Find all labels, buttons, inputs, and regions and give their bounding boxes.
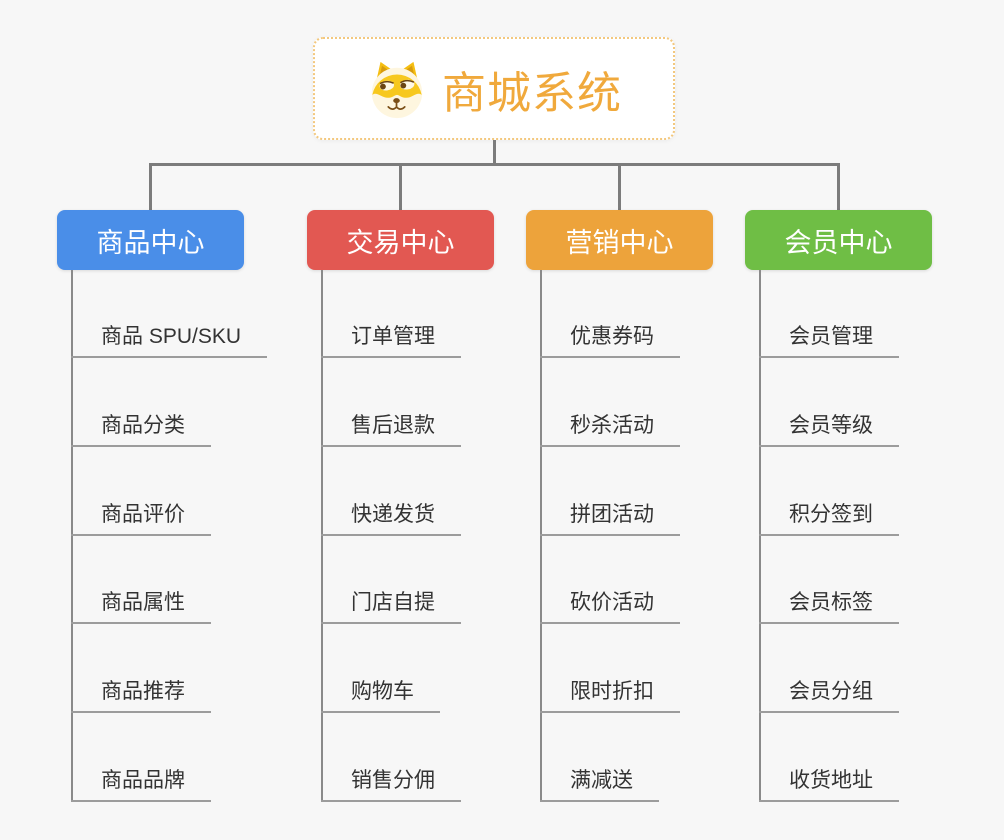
leaf-topic[interactable]: 快递发货 bbox=[321, 498, 461, 536]
leaf-topic[interactable]: 购物车 bbox=[321, 675, 440, 714]
root-node[interactable]: 商城系统 bbox=[313, 37, 675, 140]
leaf-topic[interactable]: 会员等级 bbox=[759, 409, 899, 447]
connector-line bbox=[618, 163, 621, 210]
branch-header[interactable]: 营销中心 bbox=[526, 210, 713, 270]
branch-trunk-line bbox=[759, 270, 761, 802]
leaf-topic[interactable]: 会员分组 bbox=[759, 675, 899, 714]
leaf-topic[interactable]: 订单管理 bbox=[321, 320, 461, 358]
doge-dog-face-icon bbox=[366, 58, 428, 120]
leaf-topic[interactable]: 优惠券码 bbox=[540, 320, 680, 358]
leaf-topic[interactable]: 销售分佣 bbox=[321, 764, 461, 802]
branch-trunk-line bbox=[540, 270, 542, 802]
connector-line bbox=[399, 163, 402, 210]
leaf-topic[interactable]: 售后退款 bbox=[321, 409, 461, 447]
root-title: 商城系统 bbox=[442, 68, 622, 118]
leaf-topic[interactable]: 商品品牌 bbox=[71, 764, 211, 802]
connector-line bbox=[149, 163, 840, 166]
leaf-topic[interactable]: 门店自提 bbox=[321, 586, 461, 625]
leaf-topic[interactable]: 拼团活动 bbox=[540, 498, 680, 536]
leaf-topic[interactable]: 限时折扣 bbox=[540, 675, 680, 714]
leaf-topic[interactable]: 商品推荐 bbox=[71, 675, 211, 714]
leaf-topic[interactable]: 满减送 bbox=[540, 764, 659, 802]
connector-line bbox=[837, 163, 840, 210]
branch-trunk-line bbox=[321, 270, 323, 802]
leaf-topic[interactable]: 会员标签 bbox=[759, 586, 899, 625]
leaf-topic[interactable]: 会员管理 bbox=[759, 320, 899, 358]
connector-line bbox=[492, 140, 496, 163]
leaf-topic[interactable]: 秒杀活动 bbox=[540, 409, 680, 447]
branch-trunk-line bbox=[71, 270, 73, 802]
branch-header[interactable]: 商品中心 bbox=[57, 210, 244, 270]
leaf-topic[interactable]: 收货地址 bbox=[759, 764, 899, 802]
branch-header[interactable]: 交易中心 bbox=[307, 210, 494, 270]
leaf-topic[interactable]: 商品分类 bbox=[71, 409, 211, 447]
connector-line bbox=[149, 163, 152, 210]
leaf-topic[interactable]: 商品属性 bbox=[71, 586, 211, 625]
leaf-topic[interactable]: 砍价活动 bbox=[540, 586, 680, 625]
leaf-topic[interactable]: 商品 SPU/SKU bbox=[71, 320, 268, 358]
branch-header[interactable]: 会员中心 bbox=[745, 210, 932, 270]
leaf-topic[interactable]: 积分签到 bbox=[759, 498, 899, 536]
leaf-topic[interactable]: 商品评价 bbox=[71, 498, 211, 536]
